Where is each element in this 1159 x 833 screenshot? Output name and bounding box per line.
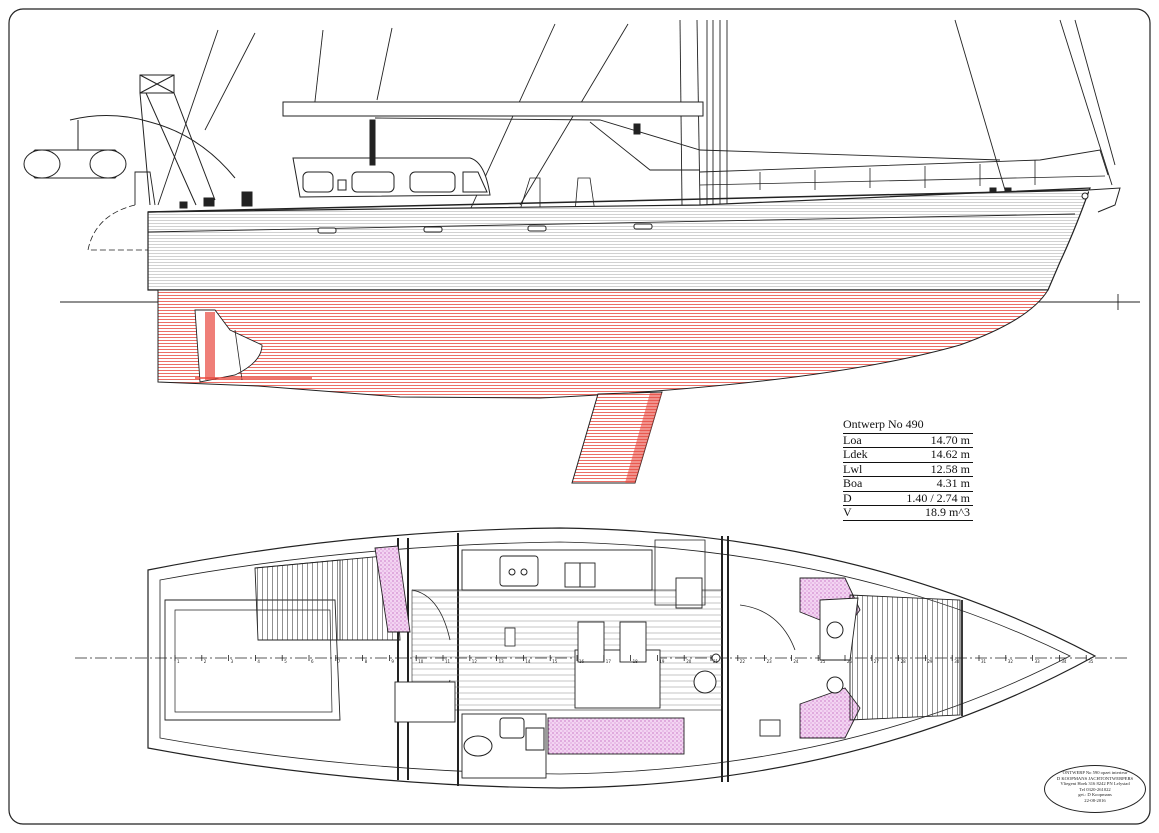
spec-row: Boa 4.31 m	[843, 476, 973, 491]
station-number: 19	[659, 659, 665, 664]
station-number: 26	[847, 659, 853, 664]
lifelines	[699, 149, 1109, 176]
profile-view	[23, 19, 1140, 484]
stern-arch	[69, 74, 236, 206]
station-number: 28	[901, 659, 907, 664]
station-number: 7	[338, 659, 341, 664]
spec-row: Ldek 14.62 m	[843, 447, 973, 462]
specifications-table: Ontwerp No 490 Loa 14.70 m Ldek 14.62 m Lwl 1…	[843, 417, 973, 521]
station-number: 30	[954, 659, 960, 664]
rigging	[157, 19, 1116, 211]
station-number: 15	[552, 659, 558, 664]
station-number: 13	[499, 659, 505, 664]
station-number: 21	[713, 659, 719, 664]
aft-cabin-cushion	[374, 545, 411, 633]
station-number: 23	[767, 659, 773, 664]
station-number: 11	[445, 659, 451, 664]
spec-label: Lwl	[843, 461, 863, 476]
spec-value: 18.9 m^3	[925, 505, 970, 519]
station-number: 4	[257, 659, 260, 664]
saloon-sole	[411, 589, 723, 711]
spec-value: 4.31 m	[936, 476, 970, 490]
stamp-line: get.: D Koopmans	[1078, 792, 1112, 798]
station-number: 32	[1008, 659, 1014, 664]
spec-value: 12.58 m	[930, 461, 970, 476]
aft-bunk-port	[254, 554, 401, 641]
spec-rows: Loa 14.70 m Ldek 14.62 m Lwl 12.58 m Boa 4.31 m…	[843, 432, 973, 521]
fwd-bunk	[849, 594, 961, 721]
galley-counter	[461, 549, 653, 591]
station-number: 8	[365, 659, 368, 664]
spec-label: V	[843, 505, 852, 519]
spec-label: Ldek	[843, 447, 868, 461]
station-number: 33	[1035, 659, 1041, 664]
station-number: 2	[204, 659, 207, 664]
spec-label: D	[843, 490, 852, 505]
station-number: 18	[633, 659, 639, 664]
spec-value: 14.62 m	[930, 447, 970, 461]
sheet-border	[8, 8, 1151, 825]
stamp-line: D KOOPMANS JACHTONTWERPERS	[1056, 775, 1134, 781]
stamp-line: Vliegent Hoek 316 8242 PN Lelystad	[1060, 781, 1130, 787]
station-number: 34	[1061, 659, 1067, 664]
spec-row: Loa 14.70 m	[843, 432, 973, 448]
sprayhood-frame	[374, 117, 1001, 161]
station-number: 9	[391, 659, 394, 664]
station-number: 3	[231, 659, 234, 664]
station-number: 22	[740, 659, 746, 664]
station-number: 35	[1088, 659, 1094, 664]
stern-pushpit	[134, 171, 156, 206]
spec-row: V 18.9 m^3	[843, 505, 973, 521]
spec-label: Loa	[843, 432, 862, 447]
portlights	[317, 223, 653, 234]
dinghy	[23, 120, 127, 179]
settee-starboard	[547, 717, 685, 755]
station-number: 27	[874, 659, 880, 664]
station-number: 12	[472, 659, 478, 664]
stamp-line: Tel 0320-261022	[1079, 786, 1111, 792]
spec-value: 1.40 / 2.74 m	[906, 490, 970, 505]
station-number: 6	[311, 659, 314, 664]
spec-row: D 1.40 / 2.74 m	[843, 490, 973, 506]
station-number: 10	[418, 659, 424, 664]
main-boom	[282, 101, 704, 117]
title-stamp: ONTWERP No 590 opzet interieur D KOOPMAN…	[1044, 765, 1146, 813]
station-number: 17	[606, 659, 612, 664]
stamp-line: ONTWERP No 590 opzet interieur	[1062, 770, 1128, 775]
station-number: 1	[177, 659, 180, 664]
hull-underwater	[157, 289, 1049, 399]
station-number: 14	[525, 659, 531, 664]
design-number: Ontwerp No 490	[843, 417, 924, 431]
station-number: 31	[981, 659, 987, 664]
spec-row: Lwl 12.58 m	[843, 461, 973, 477]
station-number: 29	[927, 659, 933, 664]
hull-topsides	[147, 187, 1091, 291]
station-number: 5	[284, 659, 287, 664]
spec-label: Boa	[843, 476, 863, 490]
spec-value: 14.70 m	[930, 432, 970, 447]
station-number: 24	[793, 659, 799, 664]
station-number: 16	[579, 659, 585, 664]
stamp-line: 22-08-2016	[1084, 797, 1106, 803]
station-number: 20	[686, 659, 692, 664]
galley-sink	[499, 555, 539, 587]
station-number: 25	[820, 659, 826, 664]
